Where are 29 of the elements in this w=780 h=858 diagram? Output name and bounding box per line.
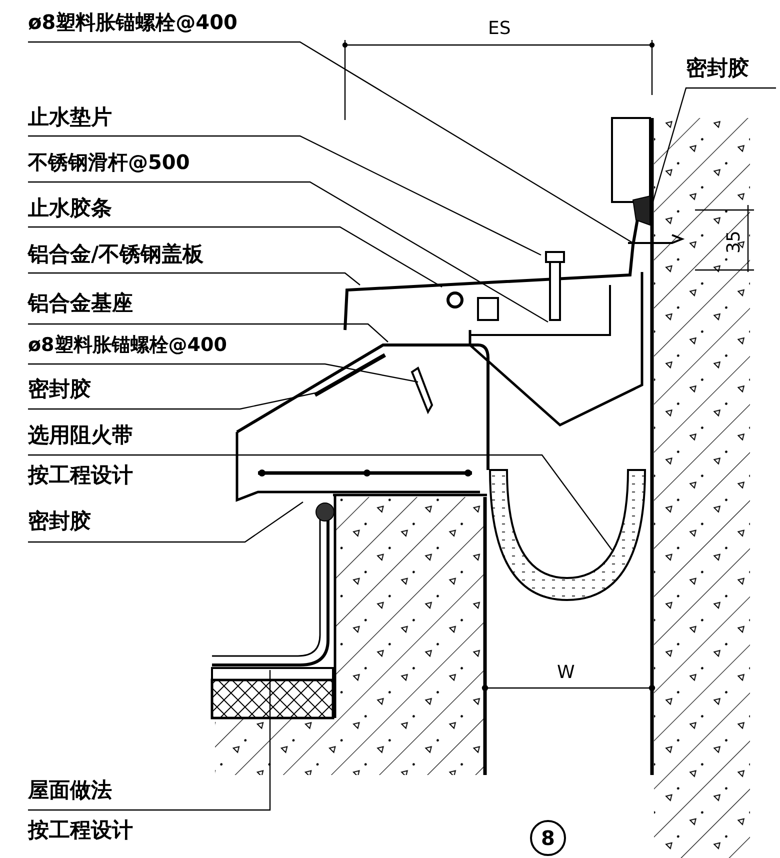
leader-line — [28, 391, 320, 410]
leader-line — [28, 181, 548, 323]
callout-text: 按工程设计 — [28, 462, 133, 488]
dimension-label: ES — [488, 20, 511, 38]
callout-text: ø8塑料胀锚螺栓@400 — [28, 334, 227, 358]
leader-line — [28, 454, 612, 550]
dimension-label: W — [557, 664, 575, 682]
callout-text: 止水胶条 — [28, 195, 112, 222]
callout-text: 铝合金/不锈钢盖板 — [28, 241, 204, 268]
leader-line — [28, 323, 388, 342]
leader-line — [28, 502, 304, 543]
callout-text: 密封胶 — [28, 376, 91, 402]
callout-text: 不锈钢滑杆@500 — [28, 150, 190, 175]
leader-line — [28, 363, 418, 383]
detail-number: 8 — [530, 820, 566, 856]
leader-line — [28, 135, 542, 256]
callout-text: 止水垫片 — [28, 104, 112, 130]
callout-text: 密封胶 — [686, 55, 749, 82]
callout-text: 选用阻火带 — [28, 422, 133, 448]
callout-text: 密封胶 — [28, 508, 91, 534]
dimension-label: 35 — [725, 230, 744, 254]
leader-line — [28, 272, 360, 286]
callout-text: 铝合金基座 — [28, 290, 133, 316]
leader-line — [28, 670, 271, 811]
leader-line — [28, 226, 442, 288]
callout-text: 按工程设计 — [28, 816, 133, 843]
callout-text: 屋面做法 — [28, 777, 112, 804]
leader-line — [28, 41, 634, 244]
callout-text: ø8塑料胀锚螺栓@400 — [28, 10, 238, 35]
